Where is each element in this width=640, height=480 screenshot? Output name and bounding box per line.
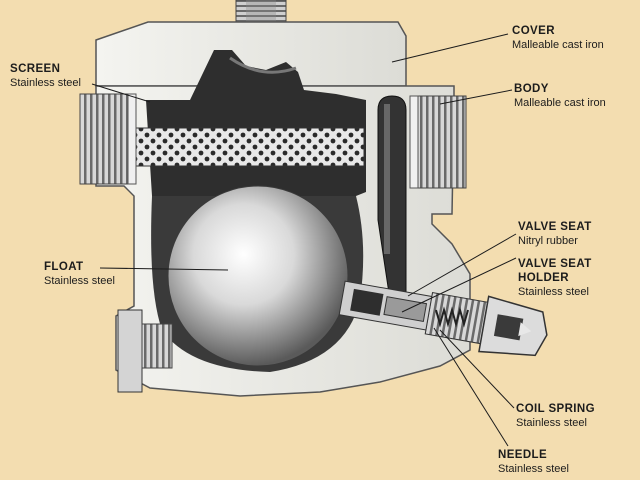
- valve-seat-material: Nitryl rubber: [518, 235, 578, 247]
- coil-spring-material: Stainless steel: [516, 417, 587, 429]
- screen-title: SCREEN: [10, 63, 61, 75]
- needle-title: NEEDLE: [498, 449, 548, 461]
- drain-plug: [117, 309, 173, 393]
- coil-spring-title: COIL SPRING: [516, 403, 595, 415]
- valve-seat-holder-title-line2: HOLDER: [518, 272, 569, 284]
- float-title: FLOAT: [44, 261, 84, 273]
- screen-mesh: [125, 127, 365, 167]
- needle-material: Stainless steel: [498, 463, 569, 475]
- coil-spring-label: COIL SPRING Stainless steel: [516, 402, 595, 430]
- screen-label: SCREEN Stainless steel: [10, 62, 81, 90]
- cover-material: Malleable cast iron: [512, 39, 604, 51]
- outlet-threads: [409, 95, 467, 189]
- body-label: BODY Malleable cast iron: [514, 82, 606, 110]
- cover-title: COVER: [512, 25, 555, 37]
- valve-seat-title: VALVE SEAT: [518, 221, 592, 233]
- valve-seat-holder-title-line1: VALVE SEAT: [518, 258, 592, 270]
- body-title: BODY: [514, 83, 549, 95]
- screen-material: Stainless steel: [10, 77, 81, 89]
- float-ball: [167, 185, 349, 367]
- body-material: Malleable cast iron: [514, 97, 606, 109]
- leader-lines: [91, 33, 517, 447]
- valve-seat-holder-material: Stainless steel: [518, 286, 589, 298]
- inlet-threads: [79, 93, 137, 185]
- coil-spring: [435, 306, 469, 328]
- valve-seat-label: VALVE SEAT Nitryl rubber: [518, 220, 592, 248]
- needle-label: NEEDLE Stainless steel: [498, 448, 569, 476]
- float-material: Stainless steel: [44, 275, 115, 287]
- cover-label: COVER Malleable cast iron: [512, 24, 604, 52]
- valve-seat-holder-label: VALVE SEAT HOLDER Stainless steel: [518, 257, 592, 299]
- float-label: FLOAT Stainless steel: [44, 260, 115, 288]
